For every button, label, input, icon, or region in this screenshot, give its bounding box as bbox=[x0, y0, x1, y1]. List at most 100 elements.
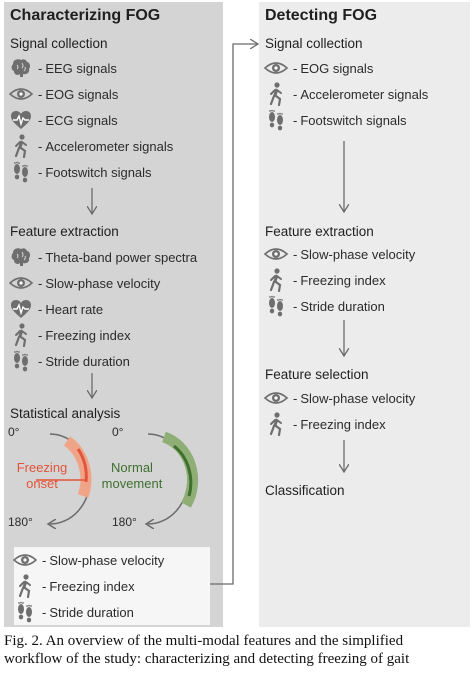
feature-label: -EEG signals bbox=[38, 61, 117, 76]
freezing-deg-end: 180° bbox=[8, 515, 33, 529]
feature-text: Accelerometer signals bbox=[45, 138, 174, 154]
freezing-onset-plot bbox=[36, 433, 92, 524]
dash-separator: - bbox=[293, 86, 298, 102]
detecting-panel: Detecting FOG Signal collection -EOG sig… bbox=[259, 2, 470, 627]
arrow-summary-to-detecting bbox=[210, 44, 258, 585]
dash-separator: - bbox=[38, 164, 43, 180]
right-signal-collection-title: Signal collection bbox=[265, 36, 363, 51]
dash-separator: - bbox=[38, 138, 43, 154]
normal-peak bbox=[173, 444, 193, 497]
eye-icon bbox=[263, 56, 289, 80]
walker-icon bbox=[263, 82, 289, 106]
feature-text: ECG signals bbox=[45, 112, 118, 128]
feature-label: -ECG signals bbox=[38, 113, 118, 128]
characterizing-panel: Characterizing FOG Signal collection -EE… bbox=[4, 2, 223, 627]
dash-separator: - bbox=[293, 60, 298, 76]
feature-label: -Freezing index bbox=[42, 579, 135, 594]
dash-separator: - bbox=[293, 416, 298, 432]
dash-separator: - bbox=[293, 272, 298, 288]
dash-separator: - bbox=[38, 249, 43, 265]
feature-text: Stride duration bbox=[49, 604, 134, 620]
caption-line-1: Fig. 2. An overview of the multi-modal f… bbox=[4, 633, 404, 649]
feature-row: -Slow-phase velocity bbox=[8, 271, 160, 295]
feature-text: Heart rate bbox=[45, 301, 104, 317]
statistical-analysis-title: Statistical analysis bbox=[10, 406, 121, 421]
dash-separator: - bbox=[38, 275, 43, 291]
feature-label: -EOG signals bbox=[38, 87, 118, 102]
feature-row: -EEG signals bbox=[8, 56, 117, 80]
left-signal-collection-title: Signal collection bbox=[10, 36, 108, 51]
dash-separator: - bbox=[38, 327, 43, 343]
feature-label: -Freezing index bbox=[293, 273, 386, 288]
dash-separator: - bbox=[293, 298, 298, 314]
feature-row: -Footswitch signals bbox=[263, 108, 407, 132]
feature-label: -Theta-band power spectra bbox=[38, 250, 197, 265]
feature-label: -Heart rate bbox=[38, 302, 103, 317]
dash-separator: - bbox=[293, 112, 298, 128]
feature-text: Freezing index bbox=[300, 416, 386, 432]
normal-movement-plot bbox=[148, 431, 199, 524]
freezing-deg-start: 0° bbox=[8, 425, 20, 439]
normal-movement-label: Normal movement bbox=[100, 460, 164, 492]
eye-icon bbox=[263, 242, 289, 266]
feature-row: -Freezing index bbox=[263, 412, 386, 436]
feature-row: -EOG signals bbox=[8, 82, 118, 106]
dash-separator: - bbox=[293, 390, 298, 406]
right-feature-extraction-title: Feature extraction bbox=[265, 224, 374, 239]
feature-row: -EOG signals bbox=[263, 56, 373, 80]
feature-text: Footswitch signals bbox=[45, 164, 152, 180]
selected-features-box bbox=[14, 547, 210, 625]
feature-text: Slow-phase velocity bbox=[49, 552, 165, 568]
feature-label: -Stride duration bbox=[293, 299, 385, 314]
footprints-icon bbox=[263, 294, 289, 318]
feature-row: -Accelerometer signals bbox=[263, 82, 428, 106]
feature-row: -Slow-phase velocity bbox=[263, 386, 415, 410]
feature-label: -Stride duration bbox=[42, 605, 134, 620]
dash-separator: - bbox=[42, 604, 47, 620]
feature-label: -Slow-phase velocity bbox=[293, 247, 415, 262]
feature-text: EOG signals bbox=[300, 60, 374, 76]
dash-separator: - bbox=[38, 301, 43, 317]
feature-row: -Stride duration bbox=[8, 349, 130, 373]
feature-label: -Freezing index bbox=[293, 417, 386, 432]
left-feature-extraction-title: Feature extraction bbox=[10, 224, 119, 239]
normal-deg-start: 0° bbox=[112, 425, 124, 439]
characterizing-title: Characterizing FOG bbox=[10, 7, 161, 24]
feature-row: -Slow-phase velocity bbox=[12, 548, 164, 572]
footprints-icon bbox=[263, 108, 289, 132]
freezing-label-line1: Freezing bbox=[16, 460, 68, 475]
normal-label-line2: movement bbox=[101, 476, 163, 491]
brain-icon bbox=[8, 56, 34, 80]
walker-icon bbox=[263, 268, 289, 292]
walker-icon bbox=[8, 134, 34, 158]
feature-text: Stride duration bbox=[300, 298, 385, 314]
dash-separator: - bbox=[42, 578, 47, 594]
eye-icon bbox=[12, 548, 38, 572]
feature-row: -Stride duration bbox=[12, 600, 134, 624]
feature-row: -Accelerometer signals bbox=[8, 134, 173, 158]
eye-icon bbox=[8, 82, 34, 106]
figure-caption: Fig. 2. An overview of the multi-modal f… bbox=[4, 632, 472, 679]
feature-text: EEG signals bbox=[45, 60, 117, 76]
footprints-icon bbox=[8, 160, 34, 184]
feature-row: -Freezing index bbox=[12, 574, 135, 598]
feature-label: -Footswitch signals bbox=[38, 165, 152, 180]
feature-label: -Accelerometer signals bbox=[293, 87, 428, 102]
normal-deg-end: 180° bbox=[112, 515, 137, 529]
feature-label: -Slow-phase velocity bbox=[293, 391, 415, 406]
feature-row: -Stride duration bbox=[263, 294, 385, 318]
feature-text: Slow-phase velocity bbox=[300, 246, 416, 262]
feature-text: Freezing index bbox=[300, 272, 386, 288]
feature-selection-title: Feature selection bbox=[265, 367, 369, 382]
dash-separator: - bbox=[293, 246, 298, 262]
feature-text: Footswitch signals bbox=[300, 112, 407, 128]
freezing-peak bbox=[76, 448, 88, 483]
caption-line-2: workflow of the study: characterizing an… bbox=[4, 651, 410, 667]
dash-separator: - bbox=[38, 353, 43, 369]
walker-icon bbox=[263, 412, 289, 436]
brain-icon bbox=[8, 245, 34, 269]
feature-row: -Theta-band power spectra bbox=[8, 245, 197, 269]
heart-icon bbox=[8, 108, 34, 132]
footprints-icon bbox=[8, 349, 34, 373]
